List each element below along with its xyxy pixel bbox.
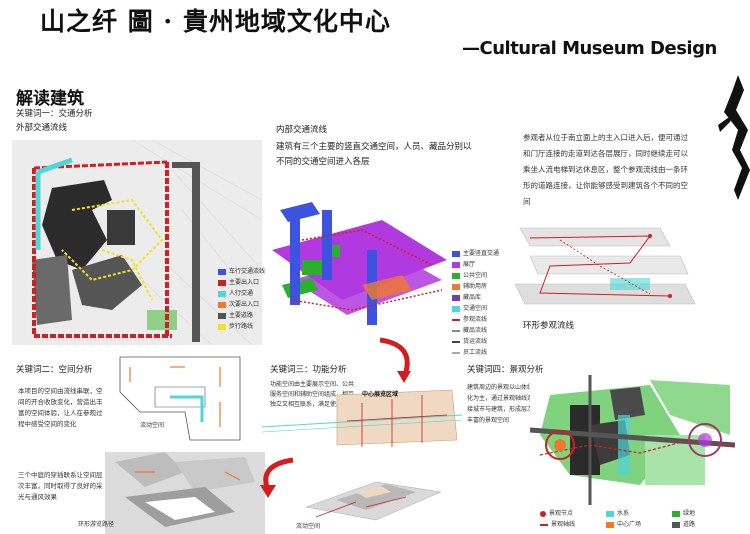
panel5-caption: 流动空间 bbox=[296, 523, 321, 530]
panel6-description: 建筑周边的景观以山体绿化为主，通过景观轴线连接城市与建筑，形成层次丰富的景观空间 bbox=[467, 384, 534, 424]
panel2-heading: 内部交通流线 bbox=[276, 125, 328, 135]
panel4-caption-2: 环形游览路径 bbox=[78, 521, 115, 528]
panel6-keyword: 关键词四：景观分析 bbox=[467, 365, 544, 375]
panel6-legend: 景观节点 水系 绿地 景观轴线 中心广场 道路 bbox=[540, 508, 740, 530]
panel2-legend: 主要竖直交通 展厅 公共空间 辅助用房 藏品库 交通空间 参观流线 藏品流线 货… bbox=[452, 248, 502, 358]
flow-arrow-icon bbox=[379, 337, 411, 383]
page-title: 山之纤 圖 · 貴州地域文化中心 bbox=[40, 7, 391, 36]
panel1-subheading: 外部交通流线 bbox=[16, 123, 68, 133]
legend-item: 公共空间 bbox=[463, 272, 488, 279]
panel5-description: 功能空间由主要展示空间、公共服务空间和辅助空间组成，相互独立又相互联系，满足使用… bbox=[270, 381, 355, 408]
panel1-keyword: 关键词一：交通分析 bbox=[16, 109, 93, 119]
landscape-plan bbox=[530, 375, 735, 505]
legend-item: 道路 bbox=[683, 521, 696, 528]
panel2-description: 建筑有三个主要的竖直交通空间，人员、藏品分别以不同的交通空间进入各层 bbox=[276, 142, 472, 167]
legend-item: 辅助用房 bbox=[463, 283, 488, 290]
panel3-description: 参观者从位于南立面上的主入口进入后，便可通过和门厅连接的走道到达各层展厅，同时继… bbox=[523, 133, 688, 206]
legend-item: 主要出入口 bbox=[229, 279, 260, 286]
legend-item: 藏品流线 bbox=[463, 327, 488, 334]
panel3-caption: 环形参观流线 bbox=[523, 321, 575, 331]
legend-item: 藏品库 bbox=[463, 294, 482, 301]
function-section-diagram bbox=[262, 389, 462, 447]
ring-path-massing bbox=[105, 452, 265, 534]
section-title: 解读建筑 bbox=[16, 89, 84, 109]
panel4-description-2: 三个中庭的穿插联系让空间层次丰富，同时取得了良好的采光与通风效果 bbox=[18, 471, 103, 501]
legend-item: 参观流线 bbox=[463, 316, 488, 323]
function-massing-model bbox=[305, 481, 442, 521]
legend-item: 员工流线 bbox=[463, 349, 488, 356]
legend-item: 次要出入口 bbox=[229, 301, 260, 308]
panel5-keyword: 关键词三：功能分析 bbox=[270, 365, 347, 375]
legend-item: 中心广场 bbox=[617, 521, 642, 528]
loop-route-section-diagram bbox=[510, 218, 710, 328]
legend-item: 车行交通流线 bbox=[229, 268, 266, 275]
legend-item: 步行路线 bbox=[229, 323, 254, 330]
legend-item: 主要道路 bbox=[229, 312, 254, 319]
panel4-description-1: 本项目的空间由流线串联，空间的开合收放变化，营造出丰富的空间体验，让人在参观过程… bbox=[18, 387, 103, 428]
panel4-caption-1: 流动空间 bbox=[140, 422, 165, 429]
page-subtitle: —Cultural Museum Design bbox=[462, 38, 717, 59]
panel5-central-label: 中心展览区域 bbox=[362, 391, 399, 398]
internal-circulation-axonometric bbox=[272, 202, 447, 325]
legend-item: 货运流线 bbox=[463, 338, 488, 345]
flow-arrow-icon-2 bbox=[260, 457, 294, 498]
panel1-legend: 车行交通流线 主要出入口 人行交通 次要出入口 主要道路 步行路线 bbox=[218, 266, 273, 332]
legend-item: 绿地 bbox=[683, 510, 696, 517]
figure-silhouette-icon bbox=[718, 75, 750, 200]
legend-item: 景观轴线 bbox=[551, 521, 576, 528]
legend-item: 主要竖直交通 bbox=[463, 250, 500, 257]
header-band bbox=[0, 0, 750, 68]
legend-item: 交通空间 bbox=[463, 305, 488, 312]
legend-item: 展厅 bbox=[463, 261, 476, 268]
flowing-space-plan bbox=[119, 356, 241, 441]
legend-item: 水系 bbox=[617, 510, 630, 517]
site-traffic-map bbox=[12, 140, 262, 345]
panel4-keyword: 关键词二：空间分析 bbox=[16, 365, 93, 375]
legend-item: 人行交通 bbox=[229, 290, 254, 297]
legend-item: 景观节点 bbox=[549, 510, 574, 517]
